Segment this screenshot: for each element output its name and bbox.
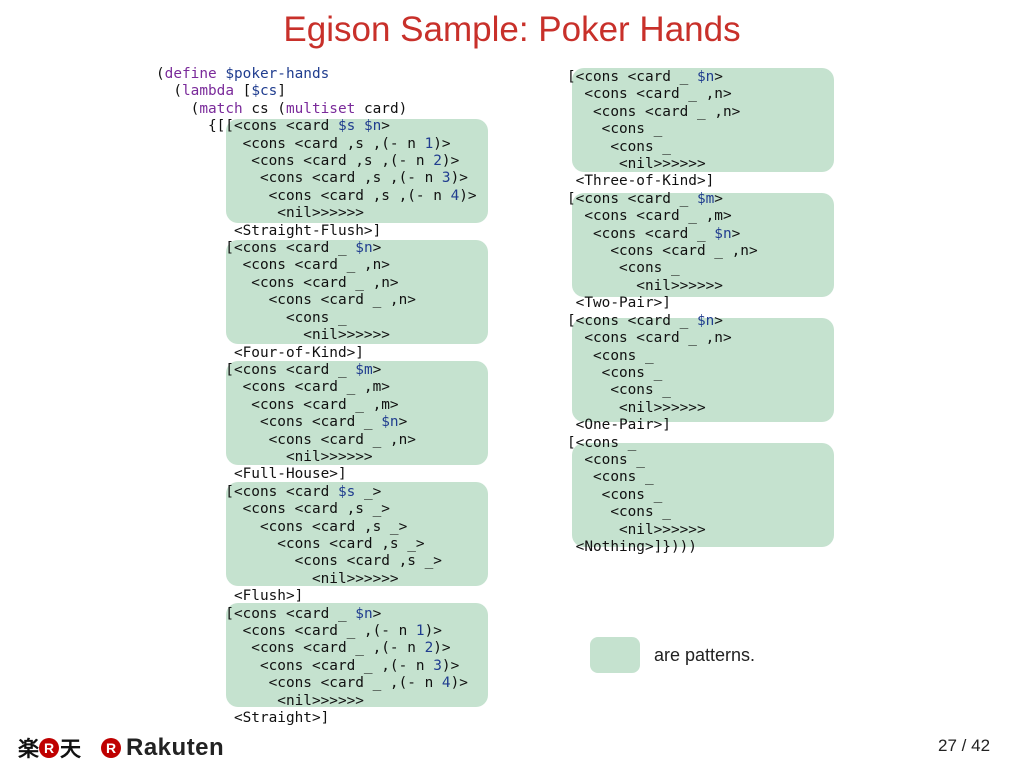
pattern-box-full-house	[226, 361, 488, 465]
code-left-line: <cons <card _ ,(- n 4)>	[156, 675, 468, 692]
code-left-line: <cons <card ,s ,(- n 4)>	[156, 187, 477, 204]
code-right-line: <cons _	[567, 504, 671, 521]
code-right-line: <One-Pair>]	[567, 417, 671, 434]
code-right-line: <Three-of-Kind>]	[567, 173, 715, 190]
code-right-line: <cons _	[567, 138, 671, 155]
code-left-line: (lambda [$cs]	[156, 83, 286, 100]
code-left-line: [<cons <card _ $n>	[156, 605, 382, 622]
code-right-line: <nil>>>>>>	[567, 156, 706, 173]
code-left-line: <nil>>>>>>	[156, 205, 364, 222]
code-left-line: <cons <card ,s ,(- n 3)>	[156, 170, 468, 187]
code-left-line: <Four-of-Kind>]	[156, 344, 364, 361]
code-left-line: (match cs (multiset card)	[156, 100, 408, 117]
code-left-line: <nil>>>>>>	[156, 570, 399, 587]
code-right-line: <Nothing>]})))	[567, 538, 697, 555]
code-left-line: <Straight-Flush>]	[156, 222, 382, 239]
pattern-box-one-pair	[572, 318, 834, 422]
code-left-line: [<cons <card _ $m>	[156, 361, 382, 378]
code-right-line: <cons _	[567, 364, 663, 381]
code-right-line: <cons _	[567, 486, 663, 503]
code-right-line: <nil>>>>>>	[567, 277, 723, 294]
code-right-line: <cons _	[567, 469, 654, 486]
page-current: 27	[938, 736, 957, 755]
legend-text: are patterns.	[654, 645, 756, 665]
pattern-box-four-of-kind	[226, 240, 488, 344]
code-left-line: <cons _	[156, 309, 347, 326]
code-left-line: <cons <card _ ,n>	[156, 274, 399, 291]
logo-kanji-ten: 天	[60, 737, 81, 761]
rakuten-logo: 楽 R 天 R Rakuten	[18, 733, 224, 763]
legend-swatch	[590, 637, 640, 673]
code-block-left: (define $poker-hands (lambda [$cs] (matc…	[156, 66, 477, 727]
code-left-line: <cons <card _ ,m>	[156, 379, 390, 396]
code-left-line: <cons <card ,s _>	[156, 518, 408, 535]
code-right-line: <cons _	[567, 260, 680, 277]
logo-r-circle-icon: R	[101, 738, 121, 758]
code-right-line: <cons <card _ ,m>	[567, 208, 732, 225]
code-right-line: [<cons <card _ $m>	[567, 190, 723, 207]
code-right-line: <cons <card _ ,n>	[567, 103, 741, 120]
pattern-box-straight	[226, 603, 488, 707]
code-left-line: <cons <card ,s _>	[156, 553, 442, 570]
code-left-line: <Flush>]	[156, 588, 304, 605]
logo-wordmark: Rakuten	[126, 734, 225, 761]
code-right-line: <cons _	[567, 121, 663, 138]
code-left-line: <cons <card _ ,n>	[156, 292, 416, 309]
slide-title: Egison Sample: Poker Hands	[283, 10, 741, 49]
code-left-line: <cons <card _ ,n>	[156, 257, 390, 274]
code-right-line: [<cons <card _ $n>	[567, 69, 723, 85]
logo-r-icon: R	[39, 738, 59, 758]
code-left-line: (define $poker-hands	[156, 66, 330, 82]
page-separator: /	[961, 736, 967, 755]
code-left-line: <nil>>>>>>	[156, 692, 364, 709]
code-left-line: <cons <card ,s ,(- n 2)>	[156, 153, 460, 170]
pattern-box-straight-flush	[226, 119, 488, 223]
code-right-line: <nil>>>>>>	[567, 521, 706, 538]
code-left-line: <cons <card ,s _>	[156, 535, 425, 552]
code-left-line: [<cons <card $s _>	[156, 483, 382, 500]
code-right-line: <nil>>>>>>	[567, 399, 706, 416]
code-right-line: <cons _	[567, 382, 671, 399]
page-total: 42	[971, 736, 991, 755]
code-left-line: <cons <card _ ,(- n 2)>	[156, 640, 451, 657]
code-left-line: {[[<cons <card $s $n>	[156, 118, 390, 135]
code-left-line: [<cons <card _ $n>	[156, 240, 382, 257]
code-right-line: <cons <card _ ,n>	[567, 330, 732, 347]
pattern-box-two-pair	[572, 193, 834, 297]
code-left-line: <cons <card _ ,(- n 3)>	[156, 657, 460, 674]
code-left-line: <cons <card ,s ,(- n 1)>	[156, 135, 451, 152]
code-left-line: <cons <card _ ,(- n 1)>	[156, 623, 442, 639]
pattern-box-flush	[226, 482, 488, 586]
code-right-line: <cons _	[567, 347, 654, 364]
code-right-line: <cons _	[567, 451, 645, 468]
code-left-line: <nil>>>>>>	[156, 327, 390, 344]
code-left-line: <cons <card ,s _>	[156, 501, 390, 518]
code-right-line: <Two-Pair>]	[567, 295, 671, 312]
code-left-line: <cons <card _ $n>	[156, 414, 408, 431]
code-right-line: <cons <card _ $n>	[567, 225, 741, 242]
code-left-line: <cons <card _ ,n>	[156, 431, 416, 448]
code-left-line: <Full-House>]	[156, 466, 347, 483]
code-right-line: <cons <card _ ,n>	[567, 243, 758, 260]
code-left-line: <nil>>>>>>	[156, 448, 373, 465]
page-number: 27 / 42	[938, 736, 990, 756]
code-right-line: [<cons _	[567, 434, 637, 451]
pattern-box-three-of-kind	[572, 68, 834, 172]
pattern-box-nothing	[572, 443, 834, 547]
code-block-right: [<cons <card _ $n> <cons <card _ ,n> <co…	[567, 69, 758, 556]
code-left-line: <cons <card _ ,m>	[156, 396, 399, 413]
code-right-line: [<cons <card _ $n>	[567, 312, 723, 329]
code-right-line: <cons <card _ ,n>	[567, 86, 732, 103]
code-left-line: <Straight>]	[156, 710, 330, 727]
logo-kanji-raku: 楽	[18, 737, 39, 761]
